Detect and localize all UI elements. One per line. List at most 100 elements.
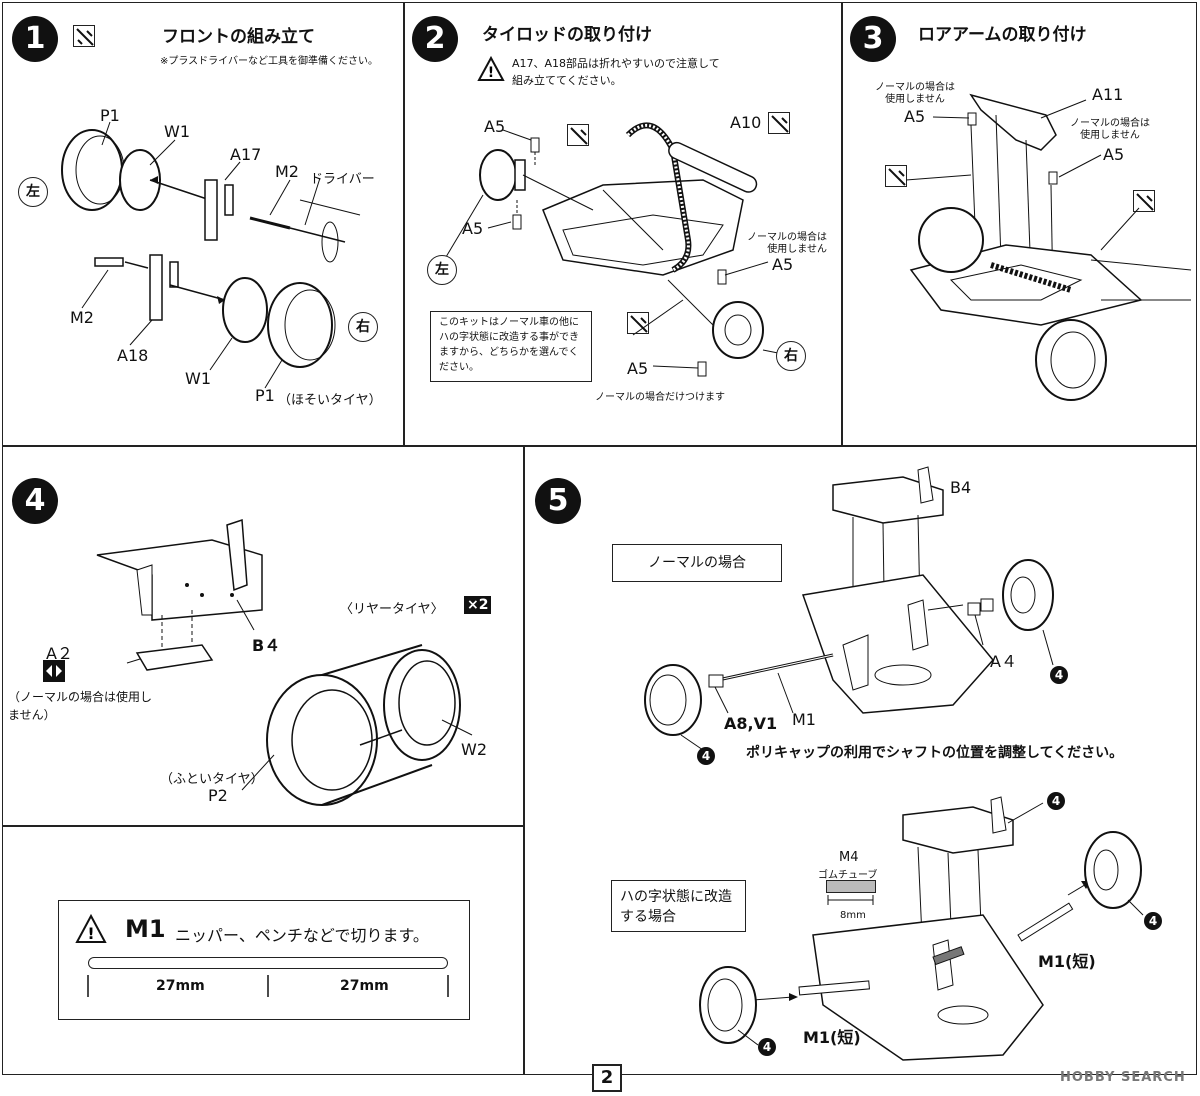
screwdriver-glyph: [888, 168, 906, 186]
step4-label-b4: B４: [252, 636, 281, 655]
step2-title: タイロッドの取り付け: [482, 25, 652, 45]
step5-label-m4: M4: [839, 850, 859, 865]
step5-number: 5: [535, 478, 581, 524]
step3-label-a5a: A5: [904, 107, 926, 126]
screwdriver-glyph: [771, 115, 789, 133]
step5-panel: [523, 445, 1197, 1075]
step5-rubber-tube: ゴムチューブ: [818, 870, 878, 881]
step4-a2-note: （ノーマルの場合は使用しません）: [8, 690, 153, 722]
step5-label-a8v1: A8,V1: [724, 714, 778, 733]
step4-label-a2: A２: [46, 644, 73, 663]
screwdriver-glyph: [76, 28, 94, 46]
step5-eight-mm: 8mm: [840, 910, 866, 921]
rubber-tube-swatch: [826, 880, 876, 893]
step2-normal-unused: ノーマルの場合は使用しません: [747, 232, 827, 255]
m1-measure-b: 27mm: [340, 978, 389, 994]
step1-label-p1b: P1: [255, 386, 275, 405]
step5-part4-marker-a: 4: [1050, 666, 1068, 684]
step2-warning: A17、A18部品は折れやすいので注意して組み立ててください。: [512, 57, 720, 87]
step1-title: フロントの組み立て: [162, 27, 315, 47]
step3-panel: [841, 2, 1197, 447]
step5-label-b4: B4: [950, 478, 972, 497]
m1-text: ニッパー、ペンチなどで切ります。: [175, 926, 429, 945]
step1-label-m2a: M2: [275, 162, 299, 181]
step2-note-box: このキットはノーマル車の他にハの字状態に改造する事ができますから、どちらかを選ん…: [430, 311, 592, 382]
step1-number: 1: [12, 16, 58, 62]
screwdriver-tool-icon-2b: [768, 112, 790, 134]
step5-part4-marker-d: 4: [1144, 912, 1162, 930]
a2-mirror-icon: [43, 660, 65, 682]
screwdriver-tool-icon-2a: [567, 124, 589, 146]
step1-label-m2b: M2: [70, 308, 94, 327]
step3-label-a5b: A5: [1103, 145, 1125, 164]
m1-cut-box: [58, 900, 470, 1020]
step2-label-a5d: A5: [627, 359, 649, 378]
step1-left-marker: 左: [18, 177, 48, 207]
bottom-left-panel: [2, 825, 525, 1075]
warning-icon: !: [477, 55, 505, 81]
step2-label-a5b: A5: [462, 219, 484, 238]
svg-text:!: !: [87, 924, 94, 943]
step4-rear-tire: 〈リヤータイヤ〉: [340, 602, 444, 617]
step2-right-marker: 右: [776, 341, 806, 371]
step4-label-w2: W2: [461, 740, 487, 759]
step1-label-driver: ドライバー: [310, 172, 375, 187]
step3-title: ロアアームの取り付け: [918, 25, 1087, 45]
screwdriver-tool-icon-3a: [885, 165, 907, 187]
step5-part4-marker-c: 4: [1047, 792, 1065, 810]
step2-drawing: [442, 122, 789, 377]
page-number: 2: [592, 1064, 622, 1092]
step1-label-a18: A18: [117, 346, 149, 365]
step4-fat-tire: （ふといタイヤ）: [160, 772, 264, 787]
step1-label-thin-tire: （ほそいタイヤ）: [278, 393, 382, 408]
step3-unused2: ノーマルの場合は使用しません: [1070, 118, 1150, 141]
m1-measure-a: 27mm: [156, 978, 205, 994]
watermark: HOBBY SEARCH: [1060, 1070, 1186, 1085]
step3-unused1: ノーマルの場合は使用しません: [875, 82, 955, 105]
step5-label-a4: A４: [990, 652, 1017, 671]
step2-label-a10: A10: [730, 113, 762, 132]
step4-label-p2: P2: [208, 786, 228, 805]
screwdriver-tool-icon: [73, 25, 95, 47]
step5-part4-marker-b: 4: [697, 747, 715, 765]
m1-shaft-bar: [88, 957, 448, 969]
step4-number: 4: [12, 478, 58, 524]
m1-warning-icon: !: [75, 913, 107, 943]
step3-label-a11: A11: [1092, 85, 1124, 104]
step1-label-w1a: W1: [164, 122, 190, 141]
step2-label-a5a: A5: [484, 117, 506, 136]
step5-part4-marker-e: 4: [758, 1038, 776, 1056]
step4-drawing: [96, 518, 473, 806]
step3-number: 3: [850, 16, 896, 62]
step5-instruction: ポリキャップの利用でシャフトの位置を調整してください。: [746, 745, 1124, 761]
step5-label-m1-short-b: M1(短): [803, 1028, 861, 1047]
step2-panel: [403, 2, 843, 447]
step1-drawing: [61, 121, 361, 389]
m1-dimension-lines: [87, 975, 449, 997]
screwdriver-tool-icon-3b: [1133, 190, 1155, 212]
m1-code: M1: [125, 915, 166, 943]
step5-label-m1-short-a: M1(短): [1038, 952, 1096, 971]
step5-upper-drawing: [644, 466, 1054, 751]
step1-panel: [2, 2, 405, 447]
screwdriver-tool-icon-2c: [627, 312, 649, 334]
step5-mod-box: ハの字状態に改造する場合: [611, 880, 746, 932]
screwdriver-glyph: [630, 315, 648, 333]
step5-normal-box: ノーマルの場合: [612, 544, 782, 582]
step4-x2-badge: ×2: [464, 596, 492, 614]
step1-right-marker: 右: [348, 312, 378, 342]
step2-number: 2: [412, 16, 458, 62]
step1-label-a17: A17: [230, 145, 262, 164]
step2-left-marker: 左: [427, 255, 457, 285]
step1-label-w1b: W1: [185, 369, 211, 388]
step2-label-a5c: A5: [772, 255, 794, 274]
screwdriver-glyph: [1136, 193, 1154, 211]
step3-drawing: [905, 93, 1192, 401]
svg-text:!: !: [488, 65, 494, 81]
step4-panel: [2, 445, 525, 827]
step5-label-m1: M1: [792, 710, 816, 729]
step1-label-p1a: P1: [100, 106, 120, 125]
screwdriver-glyph: [570, 127, 588, 145]
step2-normal-only: ノーマルの場合だけつけます: [595, 392, 725, 403]
step5-lower-drawing: [699, 796, 1144, 1061]
